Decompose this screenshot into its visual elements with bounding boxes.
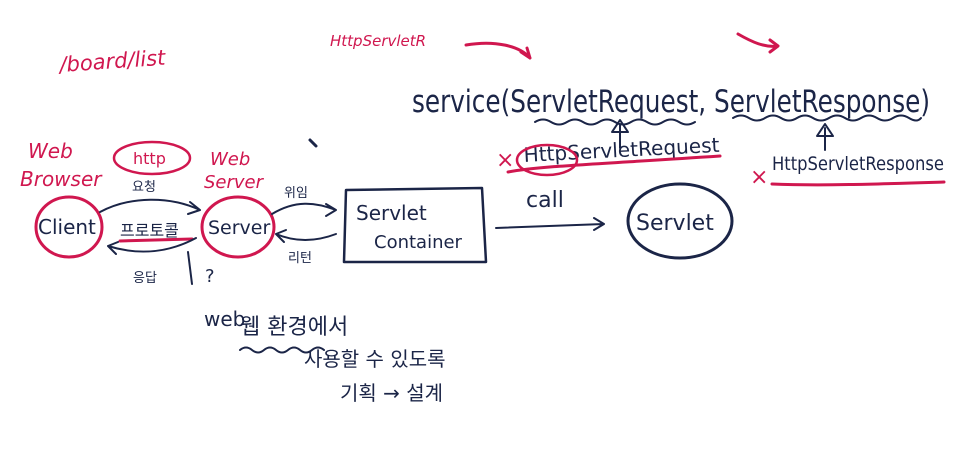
http-request-red-underline [506, 154, 722, 174]
x-mark-request: × [496, 148, 514, 173]
web-browser-label-line1: Web [28, 139, 73, 163]
servlet-container-line2: Container [374, 232, 463, 253]
http-protocol-label: http [133, 149, 166, 168]
servlet-circle [626, 182, 734, 260]
service-signature: service(ServletRequest, ServletResponse) [412, 84, 930, 120]
request-label: 요청 [132, 180, 156, 195]
web-browser-label-line2: Browser [20, 167, 103, 191]
inherit-arrow-response [816, 123, 834, 151]
http-servlet-r-label: HttpServletR [330, 32, 426, 50]
response-label: 응답 [133, 271, 157, 286]
url-label: /board/list [57, 46, 167, 78]
servlet-container-box [342, 186, 488, 264]
request-arrow [99, 198, 201, 215]
return-arrow [275, 229, 337, 243]
inherit-arrow-request [611, 119, 629, 149]
web-server-label-line1: Web [210, 149, 250, 170]
question-mark: ? [205, 266, 215, 287]
protocol-label: 프로토콜 [120, 221, 179, 240]
small-tick-mark [308, 138, 318, 148]
http-servlet-response-label: HttpServletResponse [772, 153, 944, 175]
swoosh-arrow-request [464, 41, 532, 60]
call-label: call [526, 188, 564, 213]
delegate-arrow [271, 202, 337, 217]
http-response-red-underline [770, 180, 946, 187]
note-line-1: 웹 환경에서 [240, 315, 348, 340]
http-circle [515, 143, 579, 177]
note-line-2: 사용할 수 있도록 [304, 347, 446, 371]
x-mark-response: × [750, 165, 768, 190]
http-protocol-oval [112, 140, 192, 176]
server-circle [200, 195, 276, 259]
note-line-3: 기획 → 설계 [340, 381, 443, 405]
client-circle [34, 195, 104, 259]
response-tick [187, 251, 193, 285]
protocol-underline [118, 237, 194, 243]
return-label: 리턴 [288, 251, 312, 266]
note-wavy-underline [239, 346, 325, 354]
web-server-label-line2: Server [204, 172, 265, 193]
delegate-label: 위임 [284, 186, 308, 201]
server-label: Server [208, 217, 270, 239]
underline-servlet-response [732, 114, 922, 122]
swoosh-arrow-response [736, 32, 780, 54]
response-arrow [107, 237, 197, 255]
web-word: web [204, 307, 245, 331]
underline-servlet-request [534, 118, 696, 126]
call-arrow [495, 217, 605, 231]
servlet-label: Servlet [636, 211, 714, 236]
client-label: Client [38, 215, 96, 239]
servlet-container-line1: Servlet [356, 201, 427, 225]
